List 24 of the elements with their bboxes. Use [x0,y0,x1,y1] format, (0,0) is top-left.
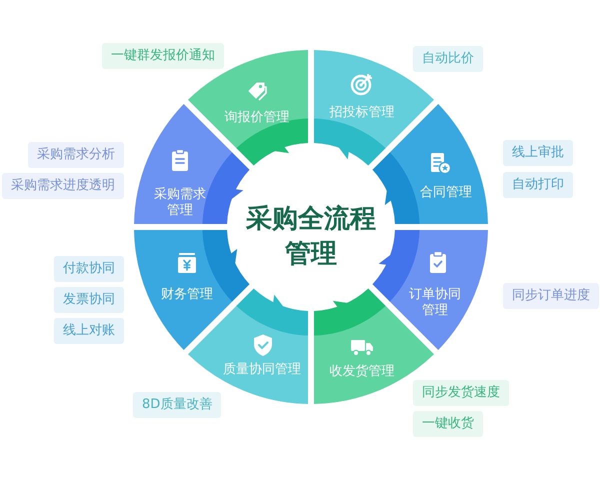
segment-label: 质量协同管理 [223,362,301,378]
ring-segment [311,286,437,404]
feature-tag: 自动比价 [413,46,483,72]
segment-label: 采购需求管理 [153,187,207,219]
feature-tag: 采购需求进度透明 [2,173,124,199]
feature-tag: 付款协同 [54,256,124,282]
segment-label: 询报价管理 [224,110,290,126]
ring-segment [311,50,437,168]
feature-tag: 8D质量改善 [133,392,222,418]
segment-label: 订单协同管理 [408,287,462,319]
feature-tag: 一键群发报价通知 [102,43,224,69]
segment-label: 收发货管理 [330,364,394,380]
segment-label: 招投标管理 [330,105,394,121]
segment-label: 合同管理 [420,185,472,201]
feature-tag: 自动打印 [503,172,573,198]
segment-label: 财务管理 [161,287,213,303]
feature-tag: 线上对账 [54,318,124,344]
feature-tag: 一键收货 [413,411,483,437]
feature-tag: 同步订单进度 [503,283,599,309]
feature-tag: 线上审批 [503,140,573,166]
feature-tag: 采购需求分析 [28,142,124,168]
feature-tag: 同步发货速度 [413,380,509,406]
hub-title: 采购全流程管理 [244,202,378,272]
feature-tag: 发票协同 [54,287,124,313]
